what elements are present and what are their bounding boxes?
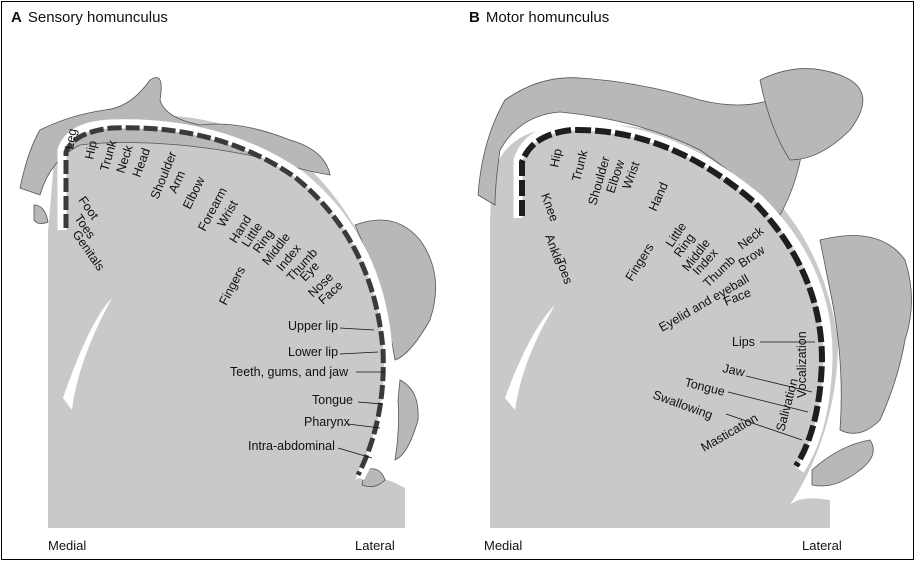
label-tongue: Tongue [312, 393, 353, 407]
panel-b-lateral-label: Lateral [802, 538, 842, 553]
panel-b-medial-label: Medial [484, 538, 522, 553]
panel-a-cortex [48, 115, 405, 528]
panel-a-lateral-label: Lateral [355, 538, 395, 553]
label-lower-lip: Lower lip [288, 345, 338, 359]
label-pharynx: Pharynx [304, 415, 351, 429]
label-intra-abdominal: Intra-abdominal [248, 439, 335, 453]
panel-a-medial-label: Medial [48, 538, 86, 553]
label-b-lips: Lips [732, 335, 755, 349]
panel-b-drawing [478, 69, 912, 528]
panel-a-homunculus-foot [34, 205, 48, 224]
panel-b-homunculus-tongue [812, 440, 873, 486]
label-teeth-gums-jaw: Teeth, gums, and jaw [230, 365, 349, 379]
label-upper-lip: Upper lip [288, 319, 338, 333]
panel-a-homunculus-tongue [395, 380, 418, 460]
